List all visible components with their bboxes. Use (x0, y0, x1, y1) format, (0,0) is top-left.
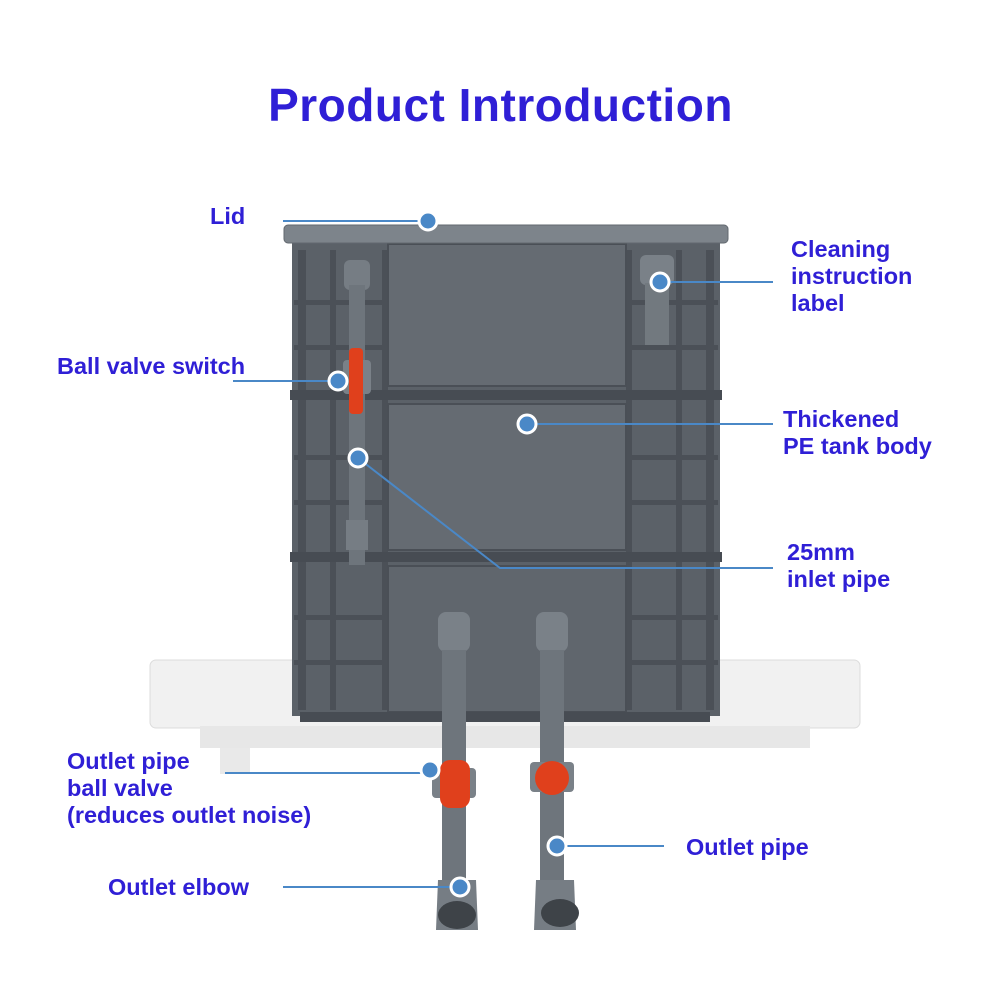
label-cleaning-instruction: Cleaning instruction label (791, 236, 913, 316)
label-outlet-elbow: Outlet elbow (108, 874, 249, 900)
label-outlet-pipe-ball-valve: Outlet pipe ball valve (reduces outlet n… (67, 748, 312, 828)
label-lid: Lid (210, 203, 246, 229)
cleaning-label-fitting (640, 255, 674, 345)
label-outlet-pipe: Outlet pipe (686, 834, 809, 860)
label-thickened-tank-body: Thickened PE tank body (783, 406, 932, 459)
ball-valve (343, 348, 371, 414)
label-inlet-pipe: 25mm inlet pipe (787, 539, 891, 592)
page-title: Product Introduction (268, 79, 733, 131)
callout-lines (225, 220, 773, 888)
callout-dots (327, 210, 671, 898)
outlet-pipe-left (432, 612, 478, 930)
label-ball-valve-switch: Ball valve switch (57, 353, 246, 379)
tank-lid (283, 224, 729, 244)
